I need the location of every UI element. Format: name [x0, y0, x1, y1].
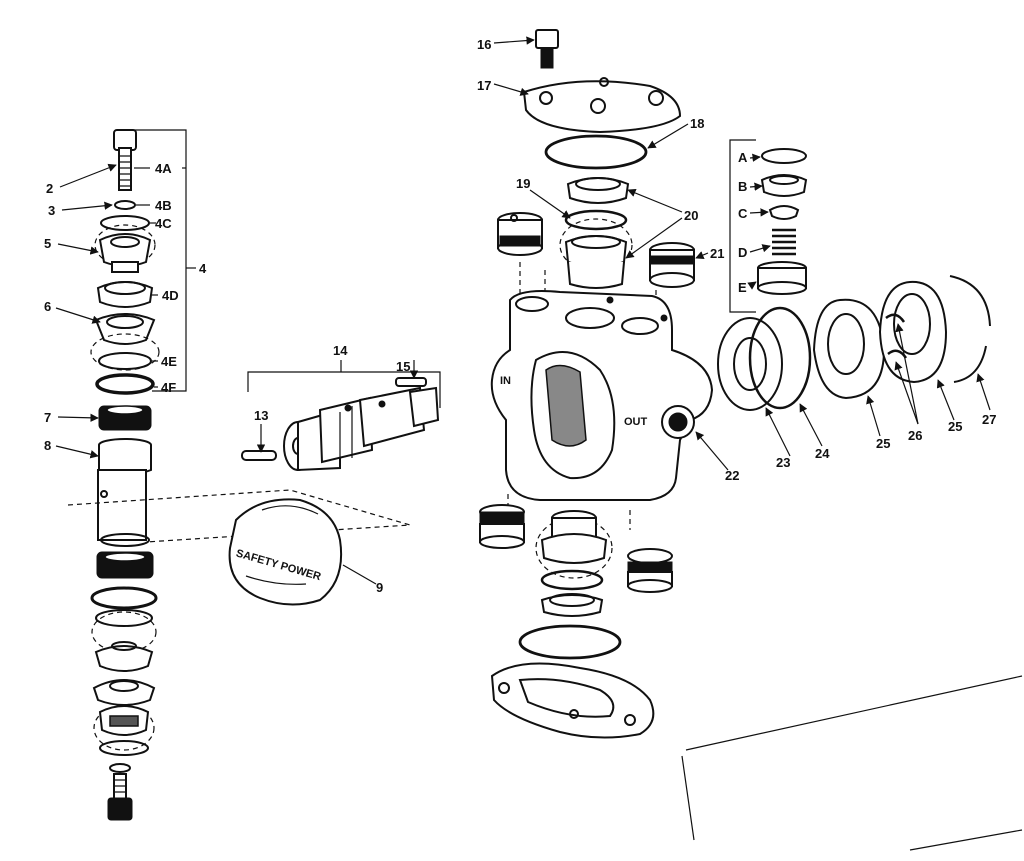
label-4d: 4D	[162, 288, 179, 303]
part-21-cylinder	[649, 242, 695, 288]
label-4: 4	[199, 261, 207, 276]
casting-out: OUT	[624, 416, 648, 428]
label-3: 3	[48, 203, 55, 218]
label-c: C	[738, 206, 748, 221]
lower-right-cylinder	[627, 548, 673, 593]
end-cap-group: 23 24 25 26 25 27	[717, 275, 996, 470]
part-20-piston	[559, 218, 633, 289]
lower-bearing	[96, 551, 154, 579]
casting-in: IN	[500, 375, 511, 387]
part-4d-ring	[96, 281, 154, 308]
lower-ring-1	[90, 586, 158, 610]
label-a: A	[738, 150, 748, 165]
label-25b: 25	[948, 419, 962, 434]
part-3-washer	[114, 200, 136, 210]
part-7-bearing	[98, 405, 152, 431]
label-24: 24	[815, 446, 830, 461]
label-4b: 4B	[155, 198, 172, 213]
label-14: 14	[333, 343, 348, 358]
label-e: E	[738, 280, 747, 295]
group-14-bracket	[247, 371, 441, 408]
part-9-cover: SAFETY POWER	[228, 498, 343, 606]
part-d-spring	[772, 228, 796, 256]
part-e-cylinder	[757, 261, 807, 295]
lower-cup	[94, 641, 154, 672]
part-4f-ring	[95, 373, 155, 395]
label-23: 23	[776, 455, 790, 470]
part-5-cap	[94, 224, 156, 273]
lower-oring-1	[540, 569, 604, 591]
part-c-valve	[768, 205, 800, 220]
part-27-snap-ring	[949, 275, 991, 383]
label-5: 5	[44, 236, 51, 251]
label-15: 15	[396, 359, 410, 374]
part-2-bolt	[113, 129, 137, 191]
upper-left-cylinder	[497, 212, 543, 256]
bottom-cover-group	[479, 504, 673, 739]
top-cover-group: 16 17 18 19 20	[477, 29, 724, 289]
steering-housing: IN OUT 22	[490, 262, 739, 530]
label-26: 26	[908, 428, 922, 443]
label-27: 27	[982, 412, 996, 427]
label-20: 20	[684, 208, 698, 223]
part-4c-oring	[100, 215, 150, 231]
part-24-ring	[748, 306, 812, 410]
label-4c: 4C	[155, 216, 172, 231]
label-4e: 4E	[161, 354, 177, 369]
lower-oring-dashed	[91, 611, 157, 653]
part-6-seat	[90, 313, 160, 371]
scan-edge-lines	[681, 675, 1023, 851]
label-16: 16	[477, 37, 491, 52]
part-a-ring	[761, 148, 807, 164]
part-25-cap-1	[812, 298, 886, 400]
part-17-cover-plate	[522, 77, 682, 134]
lower-big-oring	[518, 624, 622, 660]
part-4e-ring	[98, 352, 152, 370]
label-25a: 25	[876, 436, 890, 451]
bottom-cover-plate	[490, 662, 655, 739]
label-17: 17	[477, 78, 491, 93]
part-20-cap-ring	[566, 177, 630, 204]
label-b: B	[738, 179, 747, 194]
part-8-shaft	[97, 438, 152, 547]
label-9: 9	[376, 580, 383, 595]
part-16-bolt	[535, 29, 559, 69]
part-b-seat	[760, 174, 808, 197]
part-19-oring	[564, 209, 628, 231]
lower-cap	[92, 679, 156, 706]
label-4f: 4F	[161, 380, 176, 395]
lower-adjuster	[93, 705, 155, 756]
label-19: 19	[516, 176, 530, 191]
label-7: 7	[44, 410, 51, 425]
label-8: 8	[44, 438, 51, 453]
label-2: 2	[46, 181, 53, 196]
group-4-bracket	[128, 129, 187, 392]
part-25-cap-2	[878, 280, 948, 384]
right-valve-group: A B C D E	[729, 139, 808, 313]
part-18-oring	[544, 134, 648, 170]
lower-ring-2	[95, 609, 153, 627]
label-21: 21	[710, 246, 724, 261]
lower-piston	[535, 510, 613, 579]
label-6: 6	[44, 299, 51, 314]
part-13-shaft	[241, 386, 440, 472]
part-15-pin	[395, 377, 427, 387]
label-4a: 4A	[155, 161, 172, 176]
label-d: D	[738, 245, 747, 260]
lower-bolt	[107, 763, 133, 821]
out-port	[661, 405, 695, 439]
label-22: 22	[725, 468, 739, 483]
label-13: 13	[254, 408, 268, 423]
worm-shaft-assembly: 14 15 13 SAFETY POWER	[67, 343, 441, 606]
left-valve-stack: 2 4A 3 4B 4C 4 5 4D 6 4E 4F 7 8	[44, 129, 207, 821]
label-18: 18	[690, 116, 704, 131]
lower-left-cylinder	[479, 504, 525, 549]
lower-ring-cap	[540, 593, 604, 617]
